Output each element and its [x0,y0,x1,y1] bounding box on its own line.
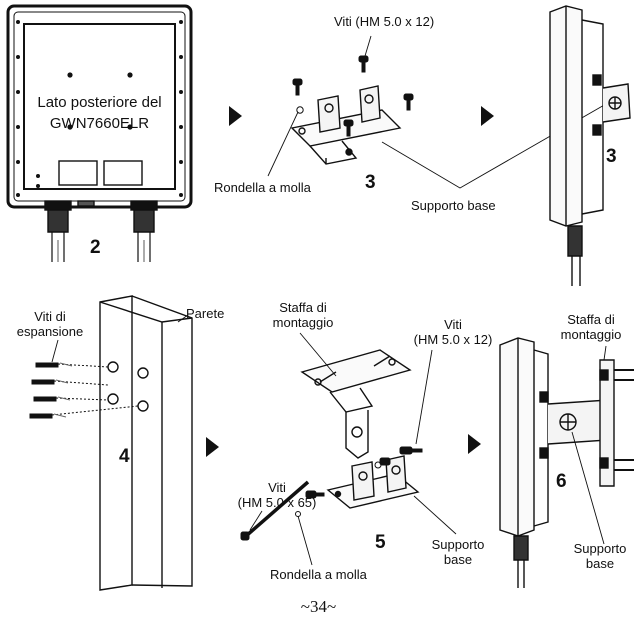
leader-lines-step5 [249,332,457,566]
mounting-bracket-step5 [300,349,412,459]
step-number-3-right: 3 [606,146,617,167]
arrow-step3-to-3b [481,106,494,126]
leader-lines-step6 [571,345,607,545]
step-number-5: 5 [375,532,386,553]
base-support-label-step6: Supporto base [562,541,637,571]
expansion-screws-label-line1: Viti di [34,309,66,324]
mounting-bracket-label-step5-line1: Staffa di [279,300,327,315]
screws65-label-line1: Viti [268,480,286,495]
device-side-view-step3 [549,5,631,286]
base-support-label-step6-line1: Supporto [573,541,627,556]
base-support-bracket-step3 [290,85,402,165]
mounting-bracket-label-step5-line2: montaggio [272,315,334,330]
spring-washer-label-step3: Rondella a molla [214,180,311,195]
expansion-screws-label: Viti di espansione [10,309,90,339]
step-number-3: 3 [365,172,376,193]
base-support-label-step5: Supporto base [418,537,498,567]
screws-step3 [292,55,414,137]
screws65-label-line2: (HM 5.0 x 65) [237,495,317,510]
wall-label: Parete [186,306,225,321]
base-support-label-step5-line2: base [443,552,473,567]
mounting-bracket-label-step6-line1: Staffa di [567,312,615,327]
wall [99,295,193,591]
spring-washer-label-step5: Rondella a molla [270,567,367,582]
screws12-label-step5: Viti (HM 5.0 x 12) [398,317,508,347]
screws-step5 [240,446,423,541]
screws12-label-line1: Viti [444,317,462,332]
expansion-screws-label-line2: espansione [16,324,84,339]
page-number: ~34~ [300,597,337,616]
arrow-step4-to-5 [206,437,219,457]
device-back-label: Lato posteriore del GWN7660ELR [24,92,175,134]
screws-label-step3: Viti (HM 5.0 x 12) [334,14,435,29]
mounting-bracket-label-step6-line2: montaggio [560,327,622,342]
base-support-label-step5-line1: Supporto [431,537,485,552]
base-support-label-step6-line2: base [585,556,615,571]
mounting-bracket-label-step5: Staffa di montaggio [258,300,348,330]
base-support-label-step3: Supporto base [411,198,496,213]
step-number-2: 2 [90,237,101,258]
step-number-4: 4 [119,446,130,467]
assembled-device-step6 [499,337,634,588]
expansion-screws [29,362,139,419]
arrow-step2-to-3 [229,106,242,126]
base-support-step5 [326,455,420,509]
screws12-label-line2: (HM 5.0 x 12) [413,332,493,347]
leader-lines-step4 [51,314,189,363]
device-back-view [6,4,193,262]
device-back-label-line1: Lato posteriore del [37,94,162,111]
screws65-label-step5: Viti (HM 5.0 x 65) [222,480,332,510]
arrow-step5-to-6 [468,434,481,454]
mounting-bracket-label-step6: Staffa di montaggio [548,312,634,342]
step-number-6: 6 [556,471,567,492]
device-back-label-line2: GWN7660ELR [49,115,150,132]
